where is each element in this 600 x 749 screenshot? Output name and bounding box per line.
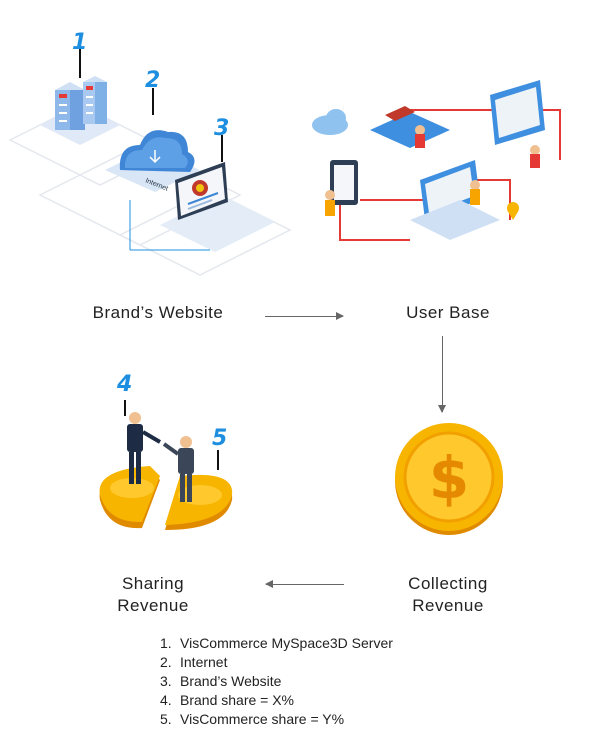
number-5-label: 5 [212, 426, 228, 451]
number-1-label: 1 [72, 30, 88, 55]
collecting-line-2: Revenue [412, 596, 484, 615]
dollar-icon: $ [428, 444, 470, 512]
legend-item: 5.VisCommerce share = Y% [160, 711, 345, 727]
coin-illustration [395, 423, 503, 535]
legend-item: 1.VisCommerce MySpace3D Server [160, 635, 393, 651]
screen-icon [490, 80, 545, 168]
legend-list: 1.VisCommerce MySpace3D Server 2.Interne… [160, 634, 393, 729]
arrow-collecting-to-sharing [265, 580, 344, 588]
cloud-icon [312, 109, 348, 135]
arrow-userbase-to-collecting [438, 336, 446, 413]
sharing-line-1: Sharing [121, 574, 185, 593]
step-sharing-revenue-label: Sharing Revenue [93, 573, 213, 617]
server-icon [40, 76, 120, 145]
sharing-revenue-illustration [99, 400, 233, 530]
step-user-base-label: User Base [406, 303, 490, 322]
sharing-line-2: Revenue [117, 596, 189, 615]
person-icon [127, 412, 162, 484]
location-pin-icon [507, 202, 519, 220]
number-2-label: 2 [145, 68, 161, 93]
step-brands-website-label: Brand’s Website [92, 303, 224, 322]
brand-website-illustration: Internet [8, 48, 292, 276]
step-collecting-revenue-label: Collecting Revenue [388, 573, 508, 617]
person-icon [162, 436, 194, 502]
laptop-icon [410, 160, 500, 240]
legend-item: 3.Brand’s Website [160, 673, 282, 689]
number-3-label: 3 [214, 116, 230, 141]
number-4-label: 4 [117, 372, 133, 397]
legend-item: 2.Internet [160, 654, 228, 670]
desk-icon [370, 106, 450, 148]
collecting-line-1: Collecting [408, 574, 488, 593]
phone-icon [325, 160, 358, 216]
laptop-icon [160, 162, 275, 252]
user-base-illustration [312, 80, 561, 241]
legend-item: 4.Brand share = X% [160, 692, 295, 708]
arrow-website-to-userbase [265, 312, 344, 320]
